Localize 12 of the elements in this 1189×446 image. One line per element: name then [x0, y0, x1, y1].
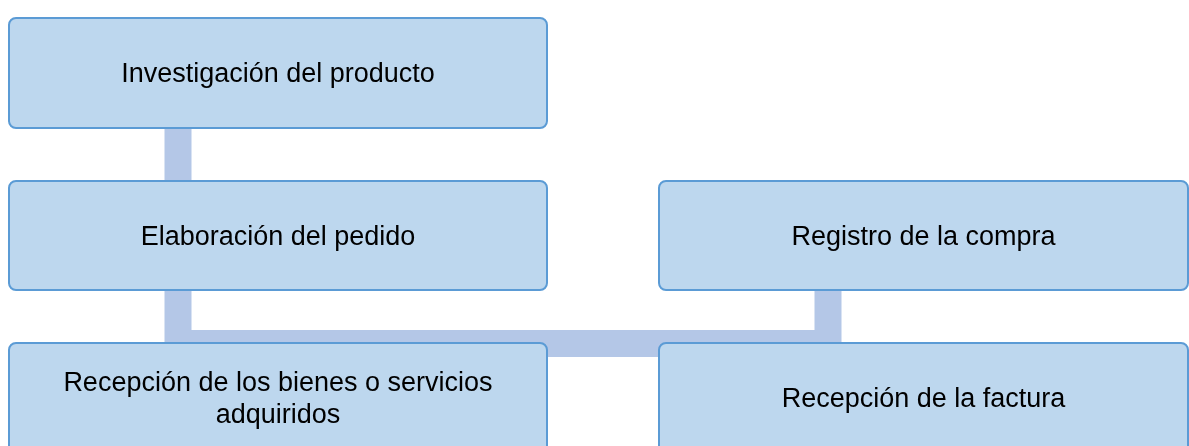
- process-box: [658, 342, 1189, 446]
- process-box: [658, 180, 1189, 291]
- connector: [164, 129, 192, 180]
- box-label: Elaboración del pedido: [140, 219, 416, 252]
- box-label: Registro de la compra: [791, 219, 1056, 252]
- box-label: Recepción de los bienes o servicios adquiridos: [62, 366, 494, 430]
- process-box: [8, 180, 548, 291]
- box-label: Investigación del producto: [121, 57, 435, 89]
- connector: [548, 330, 658, 357]
- box-label: Recepción de la factura: [781, 382, 1066, 414]
- process-box: [8, 342, 548, 446]
- process-box: [8, 17, 548, 129]
